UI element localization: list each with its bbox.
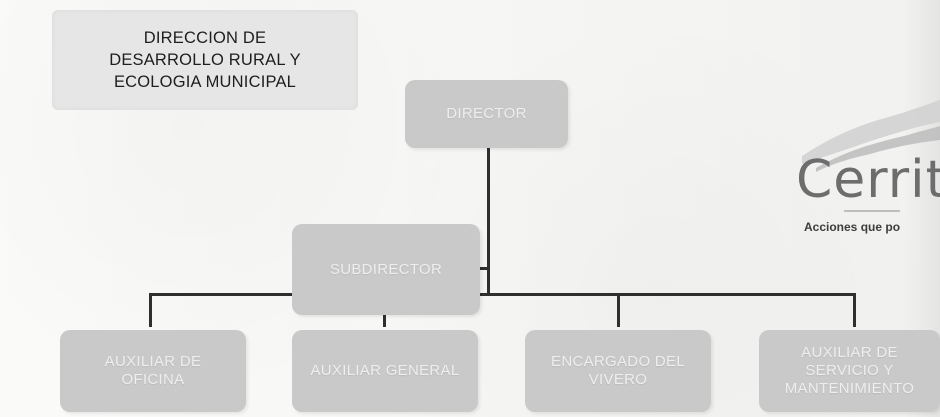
staff-3-line-1: ENCARGADO DEL [551, 353, 685, 370]
connector-staff-3 [617, 293, 620, 327]
director-box: DIRECTOR [405, 80, 568, 148]
cerritos-logo: Cerrit Acciones que po [760, 90, 940, 270]
staff-box-servicio-mantenimiento: AUXILIAR DE SERVICIO Y MANTENIMIENTO [759, 330, 940, 412]
staff-3-line-2: VIVERO [588, 371, 648, 388]
department-title-box: DIRECCION DE DESARROLLO RURAL Y ECOLOGIA… [52, 10, 358, 110]
staff-box-encargado-vivero: ENCARGADO DEL VIVERO [525, 330, 711, 412]
connector-staff-1 [149, 293, 152, 327]
subdirector-box: SUBDIRECTOR [292, 224, 480, 315]
staff-1-line-1: AUXILIAR DE [104, 353, 202, 370]
staff-1-line-2: OFICINA [121, 371, 185, 388]
title-line-3: ECOLOGIA MUNICIPAL [113, 73, 297, 91]
staff-4-line-1: AUXILIAR DE [801, 344, 898, 361]
connector-staff-4 [853, 293, 856, 327]
staff-2-line-1: AUXILIAR GENERAL [310, 362, 460, 379]
staff-4-line-3: MANTENIMIENTO [784, 380, 915, 397]
staff-4-line-2: SERVICIO Y [805, 362, 894, 379]
connector-director-down [487, 148, 490, 294]
title-line-2: DESARROLLO RURAL Y [109, 51, 301, 69]
staff-box-auxiliar-general: AUXILIAR GENERAL [292, 330, 478, 412]
logo-wave-icon [802, 100, 940, 172]
subdirector-label: SUBDIRECTOR [329, 260, 443, 278]
logo-divider [844, 210, 900, 212]
connector-horizontal-bus [149, 293, 856, 296]
logo-tagline: Acciones que po [804, 220, 901, 234]
logo-name: Cerrit [796, 150, 940, 210]
staff-box-auxiliar-oficina: AUXILIAR DE OFICINA [60, 330, 246, 412]
title-line-1: DIRECCION DE [143, 29, 267, 47]
director-label: DIRECTOR [446, 105, 527, 122]
connector-subdirector-link [479, 267, 490, 270]
